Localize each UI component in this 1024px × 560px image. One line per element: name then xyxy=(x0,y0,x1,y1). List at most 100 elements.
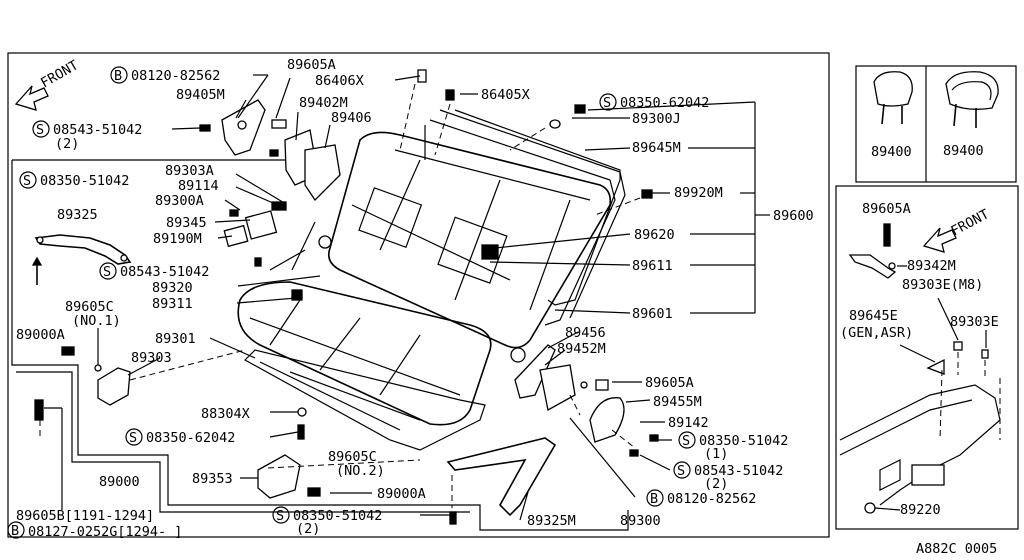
label-08120-82562-bot: 08120-82562 xyxy=(667,491,756,507)
label-08543-51042-right: 08543-51042 xyxy=(694,463,783,479)
label-88304X: 88304X xyxy=(201,406,250,422)
label-89345: 89345 xyxy=(166,215,207,231)
label-89605B: 89605B[1191-1294] xyxy=(16,508,154,524)
label-89605C: 89605C xyxy=(65,299,114,315)
label-08350-51042-right-qty: (1) xyxy=(704,446,728,462)
label-89303: 89303 xyxy=(131,350,172,366)
svg-text:S: S xyxy=(603,95,611,111)
label-89402M: 89402M xyxy=(299,95,348,111)
label-89311: 89311 xyxy=(152,296,193,312)
dashed-lines xyxy=(39,83,641,508)
svg-text:S: S xyxy=(129,430,137,446)
label-89600: 89600 xyxy=(773,208,814,224)
headrest-left-icon xyxy=(873,71,913,125)
bracket-89303 xyxy=(97,367,131,406)
label-89320: 89320 xyxy=(152,280,193,296)
svg-text:S: S xyxy=(23,173,31,189)
label-08350-62042-bot: 08350-62042 xyxy=(146,430,235,446)
svg-text:S: S xyxy=(103,264,111,280)
side-dashed-lines xyxy=(939,352,1001,441)
side-front-arrow-icon: FRONT xyxy=(922,206,992,253)
label-08543-51042-right-qty: (2) xyxy=(704,476,728,492)
label-86406X: 86406X xyxy=(315,73,364,89)
svg-text:B: B xyxy=(11,523,19,539)
front-label: FRONT xyxy=(38,57,81,91)
label-89920M: 89920M xyxy=(674,185,723,201)
bolt-fasteners xyxy=(34,69,659,525)
headrest-right-label: 89400 xyxy=(943,143,984,159)
svg-text:S: S xyxy=(36,122,44,138)
label-89300J: 89300J xyxy=(632,111,681,127)
hinge-89405M xyxy=(221,99,266,156)
side-seat-rail xyxy=(839,341,1001,514)
seat-back-board xyxy=(454,109,621,306)
label-89114: 89114 xyxy=(178,178,219,194)
label-89303A: 89303A xyxy=(165,163,214,179)
leader-lines xyxy=(44,74,770,521)
label-89000A-bot: 89000A xyxy=(377,486,426,502)
label-08350-51042-bot-qty: (2) xyxy=(296,521,320,537)
label-89620: 89620 xyxy=(634,227,675,243)
label-89605A-top: 89605A xyxy=(287,57,336,73)
hinge-89406 xyxy=(304,144,341,202)
part-labels: 08120-82562 89605A 86406X 86405X 89405M … xyxy=(16,57,814,540)
label-89605A-mid: 89605A xyxy=(645,375,694,391)
side-label-89220: 89220 xyxy=(900,502,941,518)
label-89456: 89456 xyxy=(565,325,606,341)
side-panel xyxy=(835,185,1019,530)
label-08350-62042-top: 08350-62042 xyxy=(620,95,709,111)
assembly-outline xyxy=(11,160,629,531)
seat-base-bracket xyxy=(446,437,557,517)
side-label-89303E-M8: 89303E(M8) xyxy=(902,277,983,293)
label-08120-82562-top: 08120-82562 xyxy=(131,68,220,84)
label-89452M: 89452M xyxy=(557,341,606,357)
side-leader-lines xyxy=(874,265,987,511)
side-label-89303E: 89303E xyxy=(950,314,999,330)
label-89645M: 89645M xyxy=(632,140,681,156)
seat-back-frame xyxy=(424,109,626,326)
label-89605C-no2: (NO.2) xyxy=(336,463,385,479)
label-89142: 89142 xyxy=(668,415,709,431)
headrest-left-label: 89400 xyxy=(871,144,912,160)
label-08350-51042-bot: 08350-51042 xyxy=(293,508,382,524)
headrest-panel xyxy=(855,65,1017,183)
label-08350-51042-right: 08350-51042 xyxy=(699,433,788,449)
label-89000A-left: 89000A xyxy=(16,327,65,343)
latch-89345 xyxy=(223,201,287,248)
svg-text:B: B xyxy=(114,68,122,84)
label-89300A: 89300A xyxy=(155,193,204,209)
svg-text:S: S xyxy=(276,508,284,524)
bracket-89325 xyxy=(31,234,132,285)
svg-text:B: B xyxy=(650,491,658,507)
label-89300: 89300 xyxy=(620,513,661,529)
svg-text:S: S xyxy=(682,433,690,449)
side-label-89605A: 89605A xyxy=(862,201,911,217)
seat-back xyxy=(327,131,612,349)
label-89455M: 89455M xyxy=(653,394,702,410)
prefix-symbols: B S S S S S S S B S B xyxy=(7,66,696,539)
label-89405M: 89405M xyxy=(176,87,225,103)
side-bracket-89342M xyxy=(848,223,897,279)
side-label-89645E-note: (GEN,ASR) xyxy=(840,325,913,341)
label-08543-51042-top: 08543-51042 xyxy=(53,122,142,138)
bracket-89353 xyxy=(257,454,301,499)
label-86405X: 86405X xyxy=(481,87,530,103)
label-89353: 89353 xyxy=(192,471,233,487)
hinge-89455M xyxy=(589,397,625,443)
label-89605C-no1: (NO.1) xyxy=(72,313,121,329)
diagram-code: A882C 0005 xyxy=(916,541,997,557)
label-08543-51042-top-qty: (2) xyxy=(55,136,79,152)
seat-cushion xyxy=(237,281,492,426)
bracket-89456 xyxy=(539,364,576,412)
main-frame xyxy=(7,52,830,538)
side-front-label: FRONT xyxy=(948,206,991,239)
label-89406: 89406 xyxy=(331,110,372,126)
label-89000: 89000 xyxy=(99,474,140,490)
label-08127-0252G: 08127-0252G[1294- ] xyxy=(28,524,182,540)
side-label-89645E: 89645E xyxy=(849,308,898,324)
label-08350-51042-left: 08350-51042 xyxy=(40,173,129,189)
label-89601: 89601 xyxy=(632,306,673,322)
svg-text:S: S xyxy=(677,463,685,479)
label-89611: 89611 xyxy=(632,258,673,274)
